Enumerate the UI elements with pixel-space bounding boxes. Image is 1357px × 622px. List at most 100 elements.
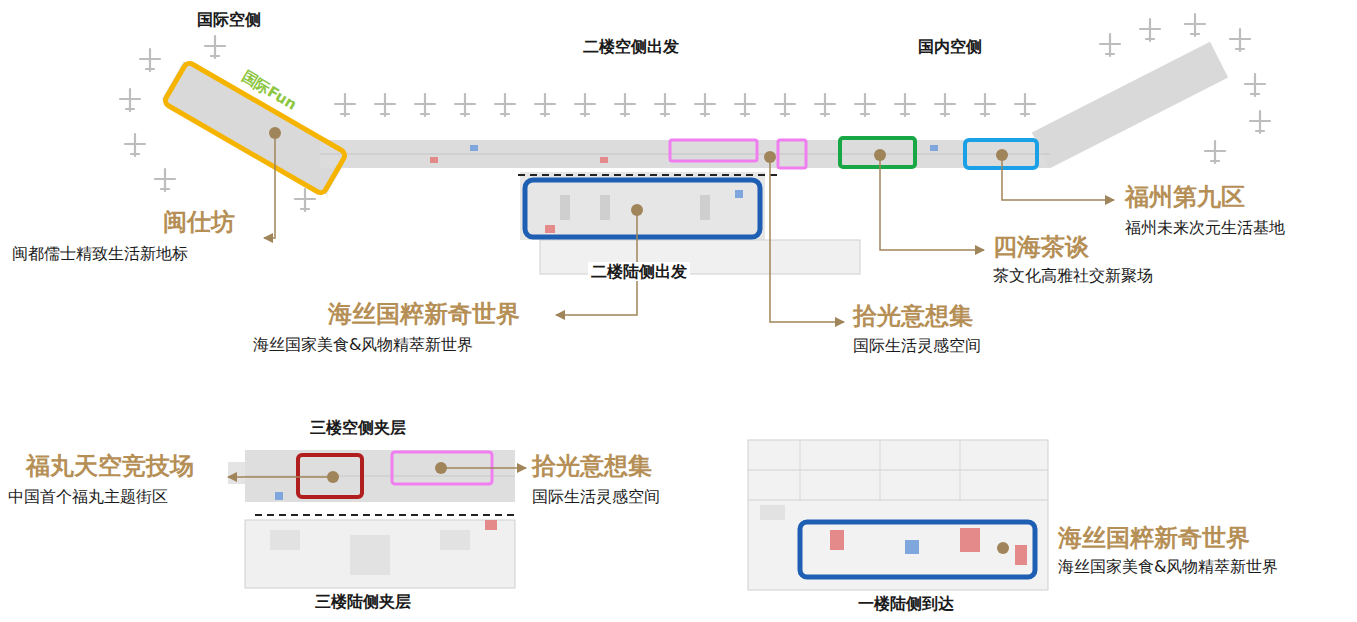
area-title: 四海茶谈: [993, 233, 1089, 262]
aircraft-stands: [1015, 94, 1035, 116]
zone-outline: [670, 140, 757, 161]
aircraft-stands: [155, 169, 175, 191]
aircraft-stands: [895, 94, 915, 116]
leader-line: [264, 133, 275, 238]
arrival-plan: [760, 505, 785, 520]
mezzanine-plan: [485, 520, 497, 530]
arrival-plan: [960, 440, 961, 500]
area-title: 福丸天空竞技场: [26, 452, 194, 481]
area-subtitle: 中国首个福丸主题街区: [8, 487, 168, 506]
aircraft-stands: [855, 94, 875, 116]
zone-dot: [631, 204, 643, 216]
arrival-plan: [748, 500, 1048, 501]
mezzanine-plan: [441, 467, 526, 469]
zone-outline: [518, 174, 778, 176]
aircraft-stands: [1230, 29, 1250, 51]
leader-line: [264, 133, 1114, 322]
zone-label: 国际空侧: [197, 10, 261, 29]
aircraft-stands: [935, 94, 955, 116]
aircraft-stands: [335, 94, 355, 116]
aircraft-stands: [1140, 19, 1160, 41]
arrival-plan: [997, 542, 1009, 554]
mezzanine-plan: [435, 462, 447, 474]
terminal-building: [600, 157, 608, 163]
area-title: 海丝国粹新奇世界: [1058, 524, 1250, 553]
area-subtitle: 海丝国家美食&风物精萃新世界: [1058, 557, 1278, 576]
aircraft-stands: [535, 94, 555, 116]
aircraft-stands: [1245, 74, 1265, 96]
terminal-building: [545, 225, 555, 233]
mezzanine-plan: [228, 462, 245, 484]
arrival-plan: [960, 528, 980, 552]
aircraft-stands: [205, 36, 225, 58]
arrival-plan: [748, 470, 1048, 471]
terminal-building: [520, 172, 765, 240]
mezzanine-plan: [350, 535, 390, 575]
mezzanine-plan: [245, 520, 515, 588]
aircraft-stands: [775, 94, 795, 116]
zone-outline: [778, 140, 806, 168]
arrival-plan: [800, 440, 801, 500]
area-title: 拾光意想集: [853, 302, 973, 331]
area-subtitle: 海丝国家美食&风物精萃新世界: [253, 335, 473, 354]
terminal-building: [162, 42, 1228, 274]
area-title: 拾光意想集: [532, 452, 652, 481]
zone-outline: [163, 61, 1037, 237]
aircraft-stands: [815, 94, 835, 116]
aircraft-stands: [975, 94, 995, 116]
aircraft-stands: [735, 94, 755, 116]
area-subtitle: 闽都儒士精致生活新地标: [12, 244, 188, 263]
aircraft-stands: [375, 94, 395, 116]
arrival-plan: [748, 440, 1048, 590]
aircraft-stands: [415, 94, 435, 116]
mezzanine-plan: [298, 455, 362, 497]
mezzanine-plan: [228, 476, 333, 478]
leader-line: [880, 155, 984, 250]
aircraft-stands: [1250, 111, 1270, 133]
terminal-building: [560, 195, 570, 220]
area-subtitle: 福州未来次元生活基地: [1125, 218, 1285, 237]
aircraft-stands: [575, 94, 595, 116]
area-subtitle: 国际生活灵感空间: [853, 336, 981, 355]
terminal-building: [162, 61, 349, 194]
terminal-building: [430, 157, 438, 163]
mezzanine-plan: [245, 450, 515, 502]
terminal-building: [470, 145, 478, 151]
terminal-building: [320, 154, 1050, 155]
zone-dot: [269, 127, 1008, 216]
aircraft-stands: [455, 94, 475, 116]
aircraft-stands: [295, 189, 315, 211]
aircraft-stands: [120, 89, 140, 111]
terminal-building: [700, 195, 710, 220]
mezzanine-plan: [327, 471, 339, 483]
floor-label: 三楼空侧夹层: [310, 418, 406, 437]
area-subtitle: 茶文化高雅社交新聚场: [993, 266, 1153, 285]
aircraft-stands: [615, 94, 635, 116]
terminal-building: [320, 140, 1050, 168]
aircraft-stands: [495, 94, 515, 116]
area-subtitle: 国际生活灵感空间: [532, 487, 660, 506]
aircraft-stands: [1205, 141, 1225, 163]
floor-label: 三楼陆侧夹层: [315, 592, 411, 611]
floor-label: 二楼陆侧出发: [588, 262, 690, 281]
arrival-plan: [880, 440, 881, 500]
aircraft-stands: [695, 94, 715, 116]
terminal-building: [600, 195, 610, 220]
arrival-plan: [830, 530, 844, 550]
leader-line: [1002, 155, 1114, 200]
zone-outline: [163, 61, 346, 195]
terminal-building: [930, 145, 938, 151]
floor-label: 二楼空侧出发: [583, 37, 679, 56]
mezzanine-plan: [270, 530, 300, 550]
terminal-building: [1032, 42, 1228, 168]
aircraft-stands: [125, 134, 145, 156]
aircraft-stands: [140, 49, 160, 71]
arrival-plan: [748, 440, 1048, 590]
area-title: 海丝国粹新奇世界: [328, 300, 520, 329]
zone-dot: [269, 127, 281, 139]
mezzanine-plan: [440, 530, 470, 550]
floor-label: 一楼陆侧到达: [858, 594, 954, 613]
zone-outline: [840, 138, 915, 167]
leader-line: [770, 157, 844, 322]
